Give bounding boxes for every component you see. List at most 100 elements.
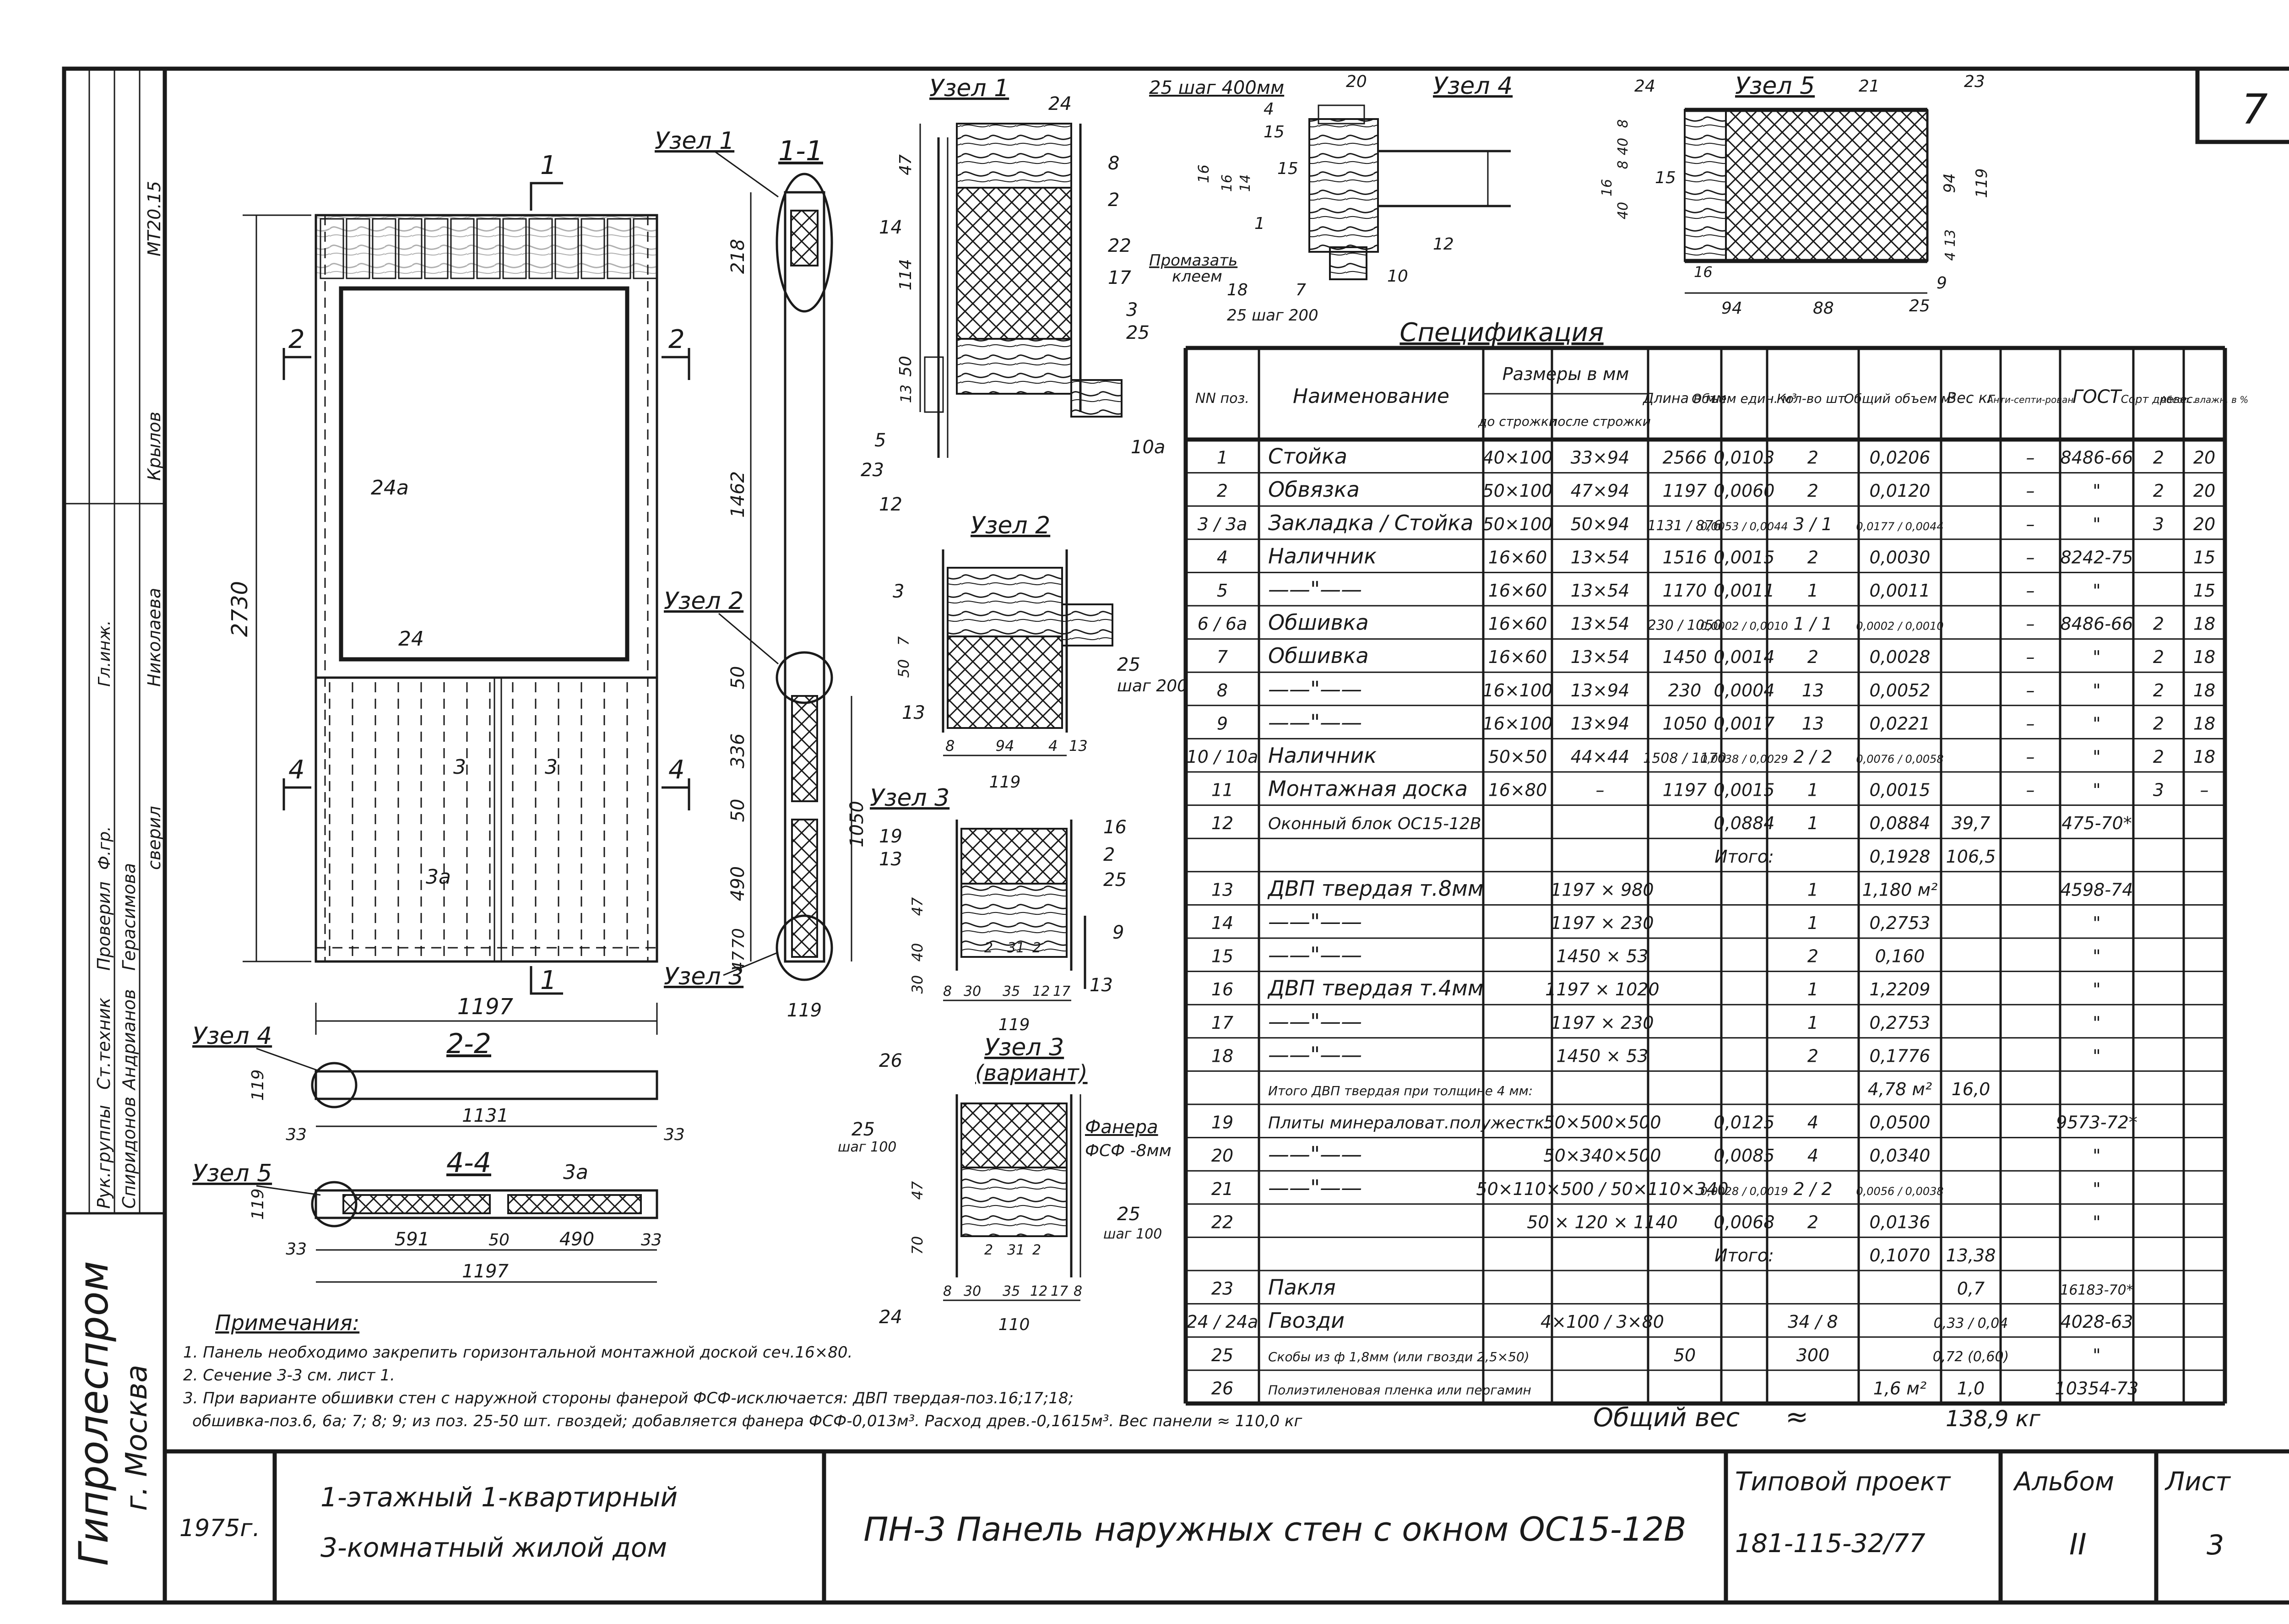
spec-title: Спецификация: [1399, 318, 1603, 348]
table-cell-m: 18: [2193, 713, 2215, 733]
header-size-before: до строжки: [1478, 414, 1557, 429]
header-total-vol: Общий объем м³: [1844, 391, 1956, 406]
uzel3v-lbl-3: Фанера: [1085, 1117, 1158, 1138]
uzel3v-dim-10: 31: [1007, 1242, 1025, 1258]
sign-name-0: Спиридонов: [119, 1097, 139, 1209]
table-cell-n: 7: [1217, 647, 1228, 667]
table-cell-a: 13×54: [1571, 581, 1630, 601]
table-cell-n: 18: [1211, 1046, 1233, 1066]
uzel4-lbl-2: 15: [1264, 123, 1285, 141]
dim-width: 1197: [457, 994, 514, 1020]
table-cell-name: Обвязка: [1268, 477, 1360, 502]
table-cell-a: 13×54: [1571, 547, 1630, 567]
tb-drawing: ПН-3 Панель наружных стен с окном ОС15-1…: [863, 1510, 1686, 1548]
uzel3-dim-1: 30: [964, 983, 981, 999]
table-cell-size: 1450 × 53: [1556, 1046, 1648, 1066]
uzel3-dim-10: 31: [1007, 940, 1025, 956]
uzel2-dim-0: 8: [945, 737, 955, 755]
uzel4-lbl-9: 7: [1296, 281, 1306, 299]
table-cell-w: 1,0: [1957, 1378, 1985, 1398]
s11-dim-3: 336: [727, 733, 749, 768]
section-4-4-title: 4-4: [446, 1147, 491, 1179]
table-cell-l: 1050: [1663, 713, 1707, 733]
table-cell-s: 2: [2153, 680, 2164, 701]
node-3: Узел 3 19 13 16 2 25 9 13 47 30 40 2 31 …: [870, 784, 1127, 1034]
uzel3-lbl-5: 9: [1112, 922, 1124, 943]
table-cell-b: 50×100: [1483, 481, 1553, 501]
uzel3-lbl-2: 16: [1103, 817, 1127, 838]
section-2-2-title: 2-2: [446, 1028, 491, 1060]
uzel2-dim-2: 4: [1048, 737, 1058, 755]
tb-typical-label: Типовой проект: [1735, 1467, 1951, 1497]
table-cell-g: ": [2093, 1179, 2100, 1199]
table-cell-size: 1450 × 53: [1556, 946, 1648, 967]
top-cladding-board: [580, 218, 605, 279]
table-cell-g: 16183-70*: [2060, 1282, 2133, 1298]
section-1-1-title: 1-1: [778, 135, 823, 167]
s11-dim-2: 50: [727, 666, 749, 690]
table-cell-w: 0,33 / 0,04: [1934, 1315, 2008, 1331]
table-cell-tv: 0,0076 / 0,0058: [1856, 753, 1943, 766]
uzel4-lbl-10: 25 шаг 200: [1227, 306, 1318, 325]
cut-4-left: 4: [288, 755, 305, 785]
s22-dim-0: 33: [286, 1125, 307, 1144]
table-cell-g: ": [2093, 647, 2100, 667]
table-cell-n: 6 / 6а: [1198, 614, 1248, 634]
uzel3v-dim-5: 12: [1030, 1283, 1047, 1299]
table-cell-name: ——"——: [1268, 710, 1362, 734]
uzel5-dim-3: 16: [1599, 179, 1615, 196]
s11-uzel2: Узел 2: [664, 587, 743, 615]
uzel3-dim-3: 12: [1032, 983, 1050, 999]
notes-title: Примечания:: [215, 1310, 359, 1335]
uzel2-title: Узел 2: [971, 512, 1050, 539]
sign-role-0: Рук.группы: [94, 1105, 114, 1209]
uzel3-dim-2: 35: [1003, 983, 1020, 999]
top-cladding-board: [424, 218, 449, 279]
label-24a: 24а: [371, 476, 409, 500]
uzel5-dim-10: 94: [1721, 299, 1742, 318]
sign-top-1: Николаева: [144, 588, 164, 687]
table-cell-g: 8486-66: [2061, 448, 2133, 468]
table-cell-name: Обшивка: [1268, 610, 1369, 635]
stamp-org: Гипролеспром: [70, 1261, 117, 1566]
s44-dim-1: 591: [395, 1229, 429, 1250]
specification: Спецификация NN поз.НаименованиеРазмеры …: [1183, 318, 2248, 1433]
uzel3v-title: Узел 3: [984, 1034, 1064, 1061]
table-cell-uv: 0,0028 / 0,0019: [1700, 1185, 1788, 1198]
uzel3v-dim-6: 17: [1051, 1283, 1068, 1299]
label-3: 3: [453, 755, 466, 779]
table-cell-tv: 0,1776: [1870, 1046, 1931, 1066]
table-cell-b: 16×100: [1483, 680, 1553, 701]
table-cell-a: 13×94: [1571, 680, 1630, 701]
uzel1-circle: [776, 173, 833, 313]
table-cell-uv: 0,0017: [1714, 713, 1775, 733]
note-2: 2. Сечение 3-3 см. лист 1.: [183, 1366, 395, 1385]
s44-dim-5: 1197: [462, 1261, 509, 1282]
table-cell-l: 1508 / 1170: [1643, 750, 1726, 766]
table-cell-g: 9573-72*: [2056, 1113, 2137, 1133]
table-cell-b: 16×60: [1488, 614, 1547, 634]
top-cladding-board: [372, 218, 396, 279]
uzel3-dim-5: 119: [998, 1016, 1030, 1034]
table-cell-name: ——"——: [1268, 1175, 1362, 1200]
table-cell-a: 13×94: [1571, 713, 1630, 733]
uzel4-title: Узел 4: [1433, 72, 1513, 100]
table-cell-name: Гвозди: [1268, 1308, 1345, 1333]
uzel3v-lbl-5: 25: [1117, 1204, 1140, 1225]
label-24: 24: [398, 627, 424, 651]
table-cell-tv: 0,0120: [1870, 481, 1931, 501]
title-block: 1975г. 1-этажный 1-квартирный 3-комнатны…: [165, 1449, 2289, 1602]
s11-dim-1: 1462: [727, 471, 749, 518]
table-cell-q: 2: [1807, 647, 1818, 667]
table-cell-s: 2: [2153, 747, 2164, 767]
table-cell-uv: 0,0014: [1714, 647, 1775, 667]
uzel3v-dim-9: 2: [984, 1242, 993, 1258]
table-cell-name: Стойка: [1268, 444, 1347, 469]
s22-thk: 119: [249, 1070, 267, 1101]
table-cell-a: 44×44: [1571, 747, 1630, 767]
table-cell-b: 40×100: [1483, 448, 1553, 468]
tb-project-1: 1-этажный 1-квартирный: [320, 1482, 678, 1513]
table-cell-m: 18: [2193, 747, 2215, 767]
uzel4-circle: [311, 1062, 358, 1108]
